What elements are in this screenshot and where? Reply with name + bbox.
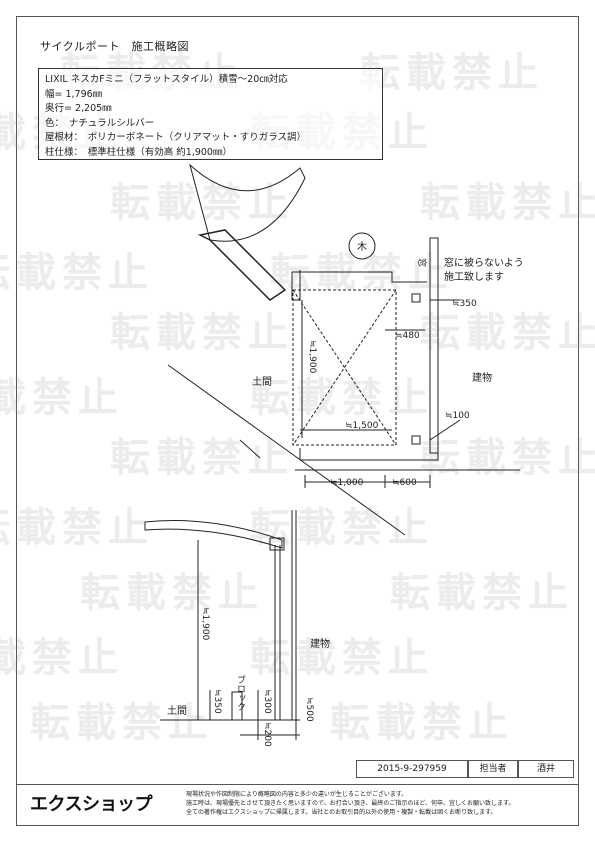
person-name: 酒井 (518, 760, 574, 778)
section-dim-350: ≒350 (212, 689, 222, 714)
awning-outline (189, 163, 306, 242)
spec-depth: 奥行= 2,205㎜ (45, 103, 112, 114)
dim-1900: ≒1,900 (307, 340, 317, 374)
post (411, 293, 421, 303)
dim-480: ≒480 (395, 331, 420, 341)
tree-symbol-circle (348, 232, 376, 260)
section-block-label: ブロック (235, 674, 245, 711)
person-label: 担当者 (468, 760, 518, 778)
building-wall (429, 237, 439, 454)
section-dim-300: ≒300 (262, 689, 272, 714)
awning-fill (197, 229, 287, 301)
section-block (231, 691, 243, 721)
dim-100: ≒100 (445, 411, 470, 421)
section-post-cap (269, 537, 285, 551)
doc-number: 2015-9-297959 (356, 760, 468, 778)
spec-product: LIXIL ネスカFミニ（フラットスタイル）積雪～20㎝対応 (45, 74, 288, 85)
spec-box: LIXIL ネスカFミニ（フラットスタイル）積雪～20㎝対応 幅= 1,796㎜… (38, 68, 383, 160)
dim-600: ≒600 (392, 478, 417, 488)
dim-350: ≒350 (452, 299, 477, 309)
footer-note: 施工時は、現場優先とさせて頂きたく思いますので、お打合い頂き、最終のご指示のほど… (186, 800, 515, 807)
section-dim-1900: ≒1,900 (200, 607, 210, 641)
label-doma: 土間 (252, 375, 272, 388)
leader-line (429, 419, 461, 441)
window-note-1: 窓に被らないよう (444, 256, 524, 269)
page-title: サイクルポート 施工概略図 (40, 40, 189, 53)
spec-roof: 屋根材： ポリカーボネート（クリアマット・すりガラス調） (45, 132, 307, 143)
drawing-frame (16, 16, 579, 826)
post (411, 435, 421, 445)
section-label-building: 建物 (310, 637, 330, 650)
spec-width: 幅= 1,796㎜ (45, 88, 103, 100)
footer-note: 現場状況や作図制限により概略図の内容と多少の違いが生じることがございます。 (186, 791, 408, 798)
carport-plan (292, 289, 397, 446)
dim-1500: ≒1,500 (345, 421, 379, 431)
fence-outline (291, 271, 427, 300)
brace-line (292, 289, 397, 446)
brace-line (292, 289, 397, 446)
section-roof (144, 520, 283, 549)
footer-notes: 現場状況や作図制限により概略図の内容と多少の違いが生じることがございます。 施工… (186, 790, 566, 817)
boundary-line (239, 439, 261, 459)
footer-divider (16, 784, 579, 785)
dim-1000: ≒1,000 (330, 478, 364, 488)
window-note-2: 施工致します (444, 270, 504, 283)
ground-line (299, 448, 439, 461)
label-building: 建物 (472, 371, 492, 384)
window-label: 窓 (416, 258, 428, 267)
boundary-line (167, 364, 406, 536)
spec-color: 色： ナチュラルシルバー (45, 117, 155, 129)
footer-note: 全ての著作権はエクスショップに帰属します。当社とのお取引目的以外の使用・複製・転… (186, 809, 497, 816)
spec-post: 柱仕様： 標準柱仕様（有効高 約1,900㎜） (45, 146, 232, 158)
section-dim-200: ≒200 (262, 722, 272, 747)
tree-symbol-label: 木 (357, 241, 367, 253)
fence-outline (292, 270, 301, 301)
section-label-doma: 土間 (167, 704, 187, 717)
company-logo: エクスショップ (30, 794, 152, 815)
section-dim-500: ≒500 (304, 697, 314, 722)
